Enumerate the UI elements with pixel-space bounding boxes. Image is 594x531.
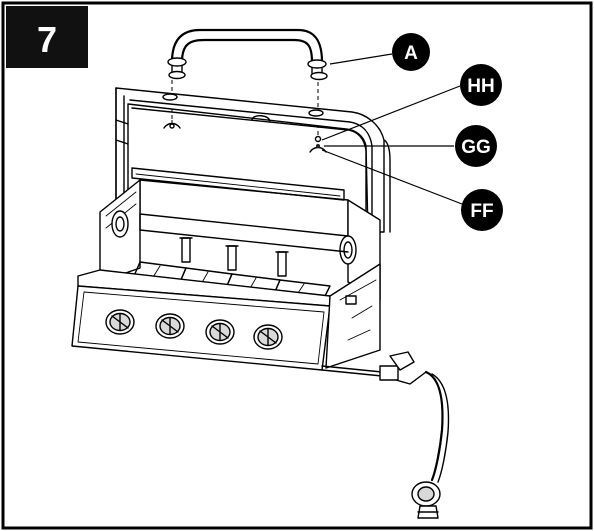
callout-GG: GG [455,125,497,167]
step-number: 7 [37,19,57,60]
callout-leaders [321,53,463,205]
control-panel [71,263,381,371]
control-knob-1 [105,309,135,335]
callout-label-a: A [404,43,418,64]
callout-HH: HH [460,64,502,106]
control-knob-3 [205,319,235,345]
gas-regulator-hose [321,351,450,519]
callout-label-gg: GG [461,137,491,158]
callout-label-hh: HH [467,76,494,97]
step-badge: 7 [6,6,88,68]
control-knob-4 [253,324,283,350]
callout-A: A [392,33,430,71]
handle-part [167,28,328,81]
callout-label-ff: FF [470,201,493,222]
control-knob-2 [155,313,185,339]
callout-FF: FF [461,189,503,231]
